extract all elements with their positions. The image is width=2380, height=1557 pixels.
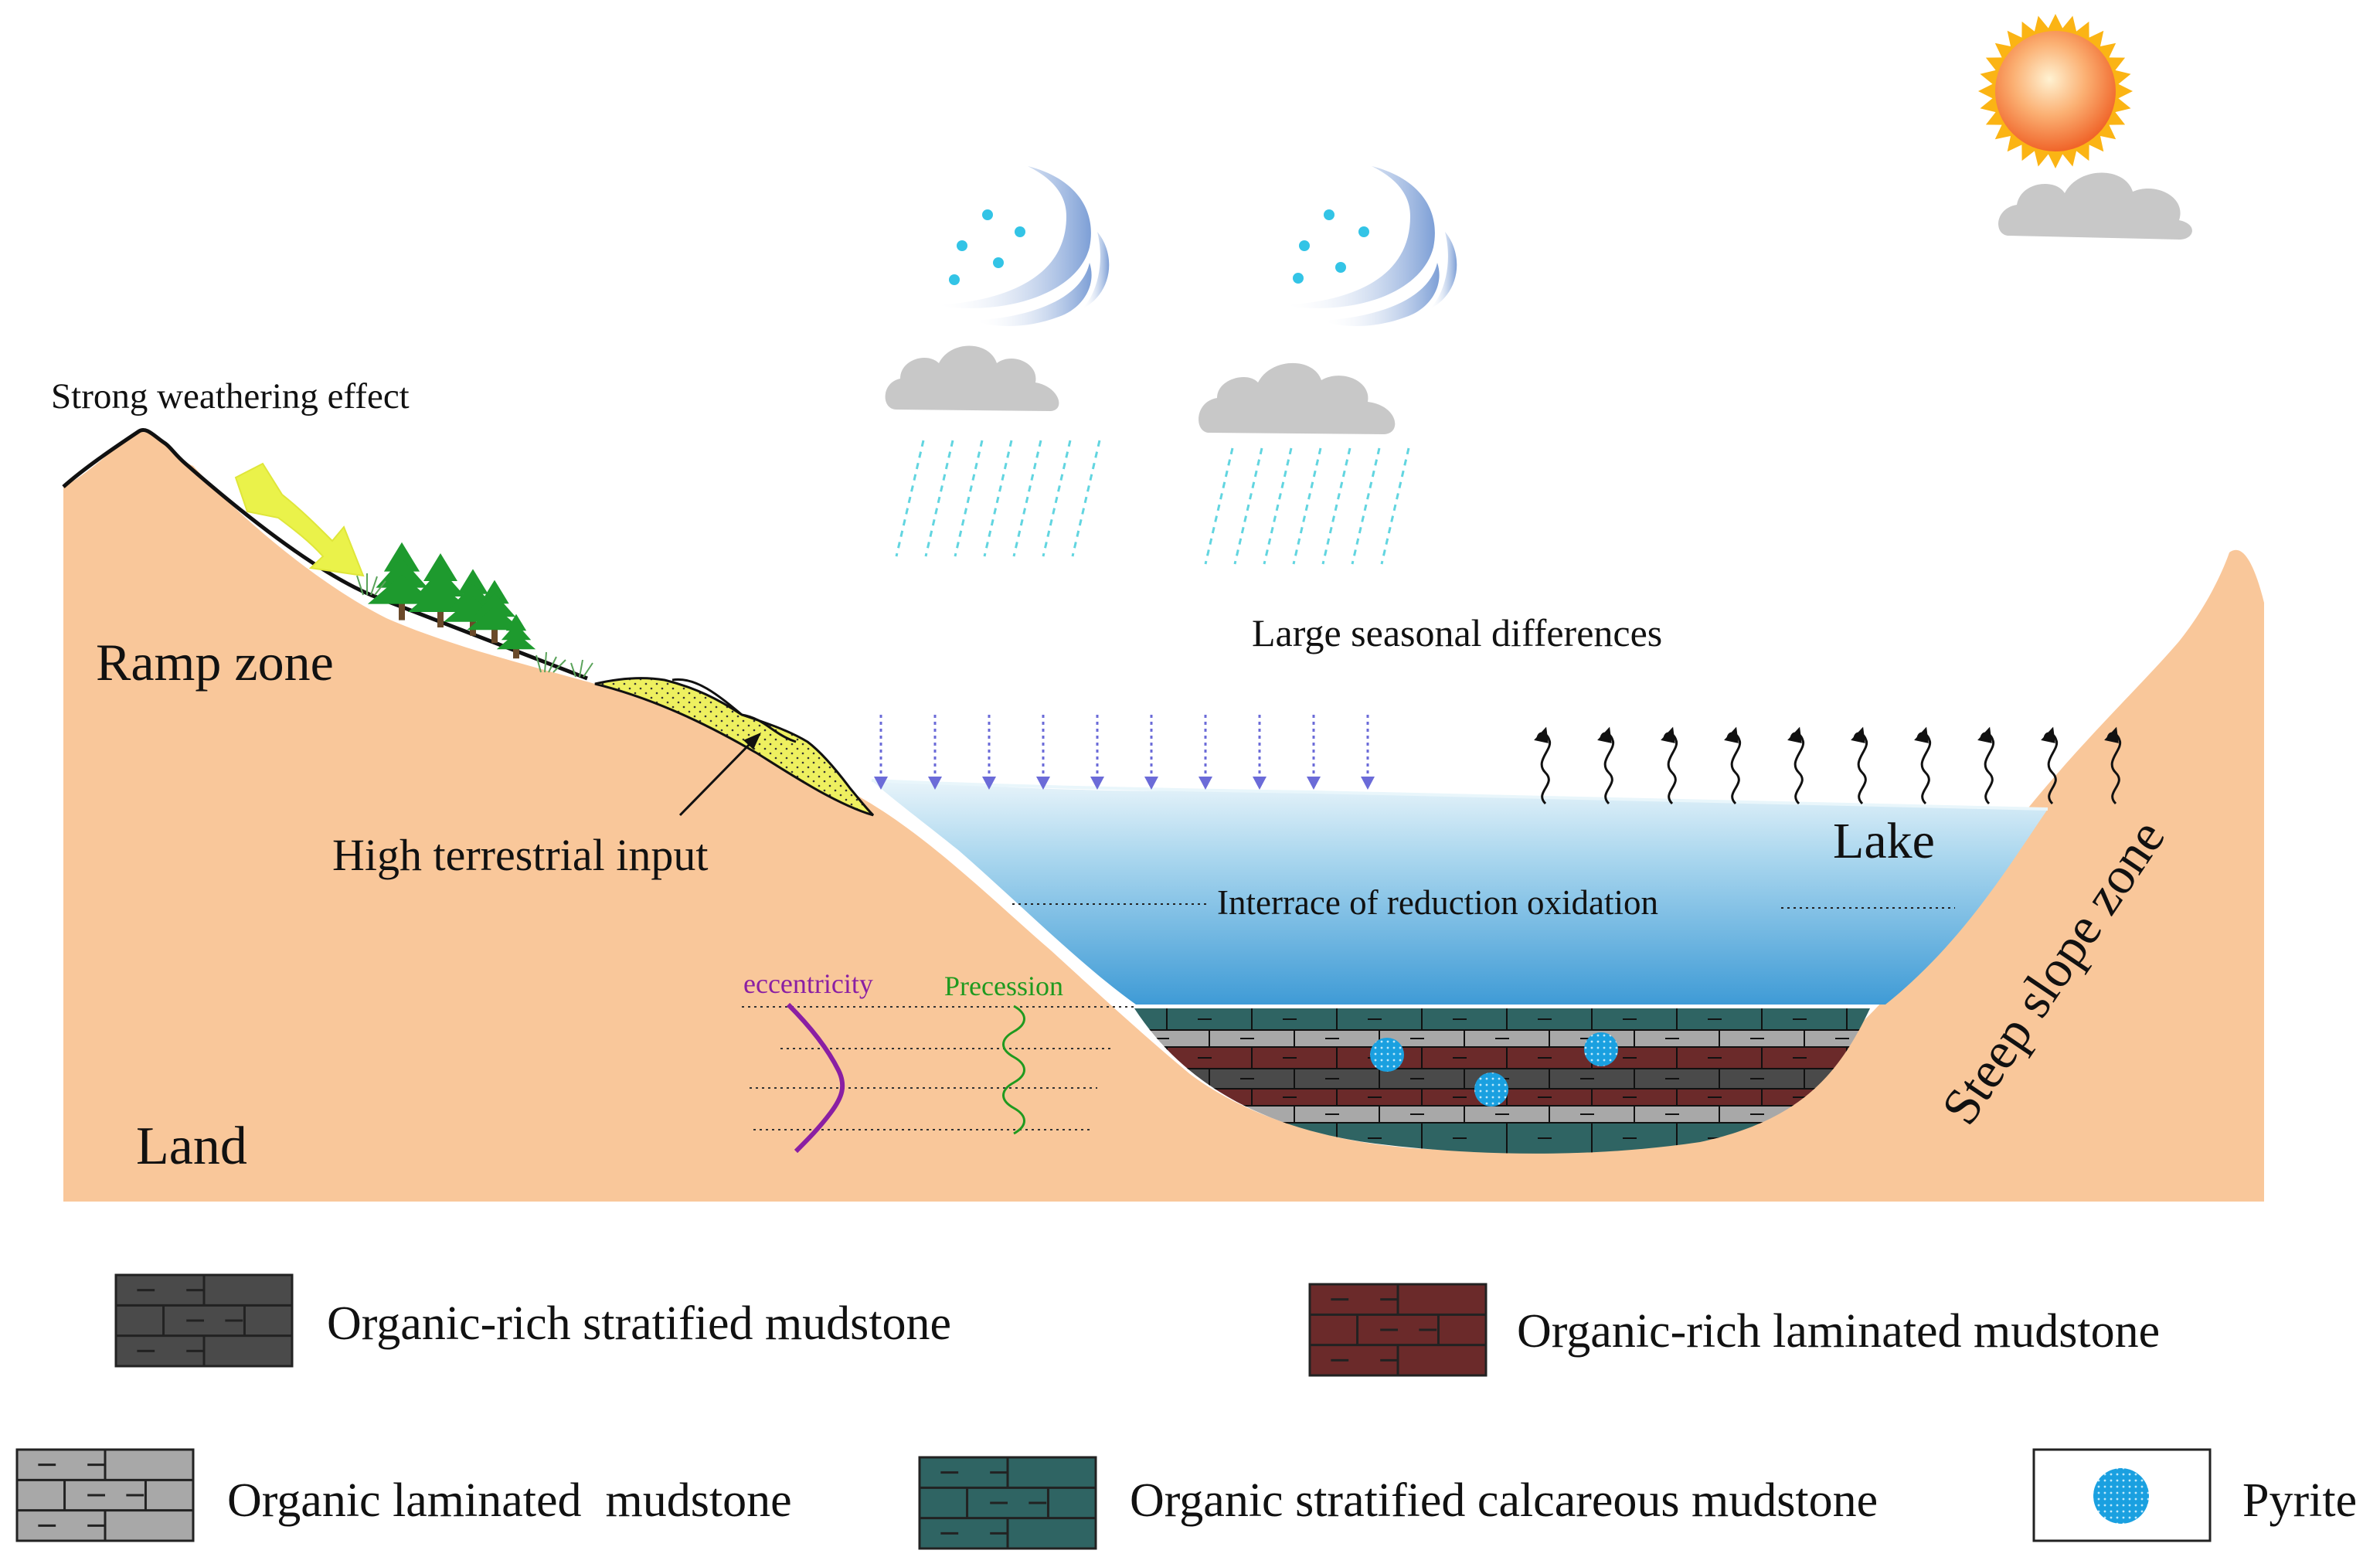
legend-item-laminated: Organic laminated mudstone [15,1448,792,1542]
land-mass [63,432,2264,1202]
seasonal-differences-label: Large seasonal differences [1252,611,1662,654]
evaporation-squiggles [1534,726,2122,805]
legend-swatch-laminated-rich [1308,1283,1488,1377]
rain-streaks [895,440,1410,565]
terrestrial-sand-body [594,677,875,817]
legend-swatch-calcareous [918,1456,1097,1550]
legend-label-laminated-rich: Organic-rich laminated mudstone [1517,1305,2160,1358]
pyrite-nodules [1370,1032,1618,1107]
rain-drops [949,209,1369,285]
lake-surface-line [871,779,2048,811]
weathering-arrow [234,462,365,577]
weathering-label: Strong weathering effect [51,376,410,416]
terrestrial-input-pointer [678,733,761,817]
lake-label: Lake [1833,813,1935,869]
rain-cloud-left [885,345,1059,411]
legend-label-calcareous: Organic stratified calcareous mudstone [1130,1474,1878,1527]
pyrite-nodule [1370,1038,1404,1072]
rain-cloud-middle [1198,362,1396,434]
legend: Organic-rich stratified mudstone Organic… [15,1273,2357,1550]
legend-item-stratified-rich: Organic-rich stratified mudstone [114,1273,951,1368]
cycle-reference-lines [742,1006,1136,1130]
precipitation-arrows [874,715,1375,790]
grass-tufts [356,573,593,678]
precession-label: Precession [944,971,1063,1001]
legend-label-pyrite: Pyrite [2242,1474,2357,1527]
sun-icon [1978,14,2192,240]
legend-item-pyrite: Pyrite [2032,1448,2357,1542]
legend-swatch-laminated [15,1448,195,1542]
terrestrial-input-label: High terrestrial input [332,830,708,880]
ramp-zone-label: Ramp zone [96,633,334,692]
legend-item-calcareous: Organic stratified calcareous mudstone [918,1456,1878,1550]
eccentricity-label: eccentricity [743,968,873,999]
trees [367,542,536,659]
precession-curve [1002,1005,1025,1135]
legend-swatch-stratified-rich [114,1273,294,1368]
pyrite-nodule [1584,1032,1618,1066]
pyrite-icon [2093,1468,2149,1524]
pyrite-nodule [1474,1073,1508,1107]
legend-label-stratified-rich: Organic-rich stratified mudstone [327,1297,951,1350]
redox-interface [1012,903,1955,909]
ridge-line [62,428,588,681]
lake-water [872,780,2048,1005]
redox-interface-label: Interrace of reduction oxidation [1217,883,1658,922]
legend-label-laminated: Organic laminated mudstone [227,1474,792,1527]
land-label: Land [136,1117,247,1176]
wind-swirls [935,166,1457,326]
eccentricity-curve [786,1002,845,1154]
legend-item-laminated-rich: Organic-rich laminated mudstone [1308,1283,2160,1377]
